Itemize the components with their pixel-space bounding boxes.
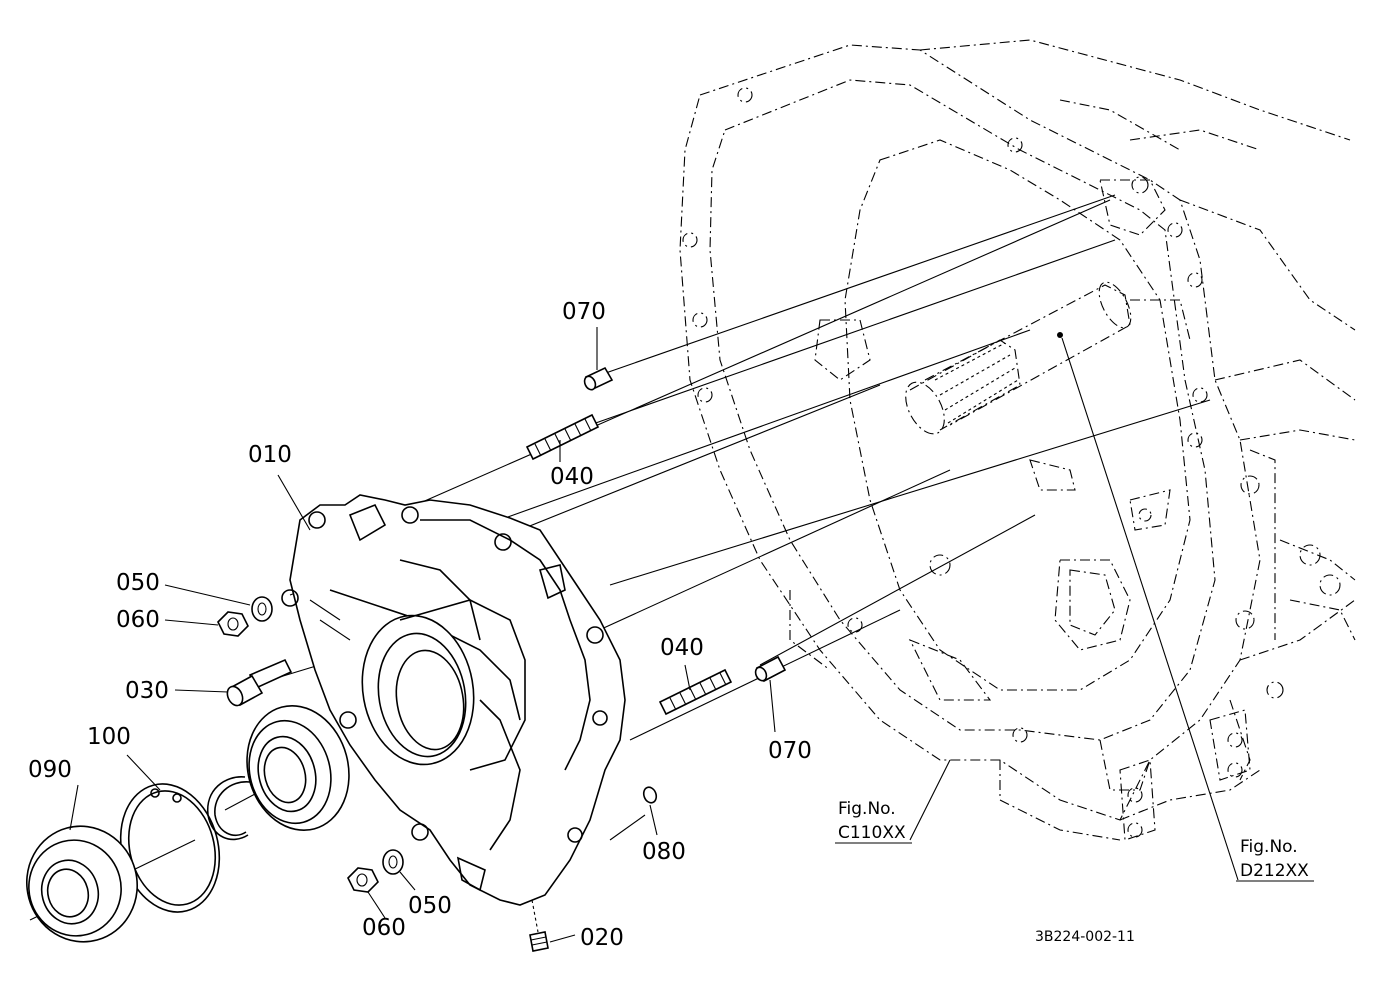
- nut-060-bottom: [347, 867, 379, 893]
- callout-040-top: 040: [550, 464, 594, 490]
- callout-060-top: 060: [116, 607, 160, 633]
- front-housing-010: [281, 494, 626, 906]
- callout-030: 030: [125, 678, 169, 704]
- nut-060-top: [217, 611, 249, 637]
- callout-010: 010: [248, 442, 292, 468]
- oil-seal-090: [25, 825, 139, 943]
- callout-070-mid: 070: [768, 738, 812, 764]
- stud-bolt-040-mid: [658, 668, 733, 716]
- fig-ref-d-label: Fig.No.: [1240, 837, 1298, 857]
- fig-ref-d-code: D212XX: [1240, 861, 1309, 881]
- stud-bolt-040-top: [525, 413, 600, 461]
- fig-ref-c-code: C110XX: [838, 823, 906, 843]
- bearing: [246, 704, 350, 832]
- callout-090: 090: [28, 757, 72, 783]
- fig-ref-c-label: Fig.No.: [838, 799, 896, 819]
- bolt-030: [226, 658, 293, 707]
- transmission-case: [679, 39, 1356, 841]
- plug-020: [529, 899, 549, 952]
- o-ring-080: [642, 786, 658, 804]
- spring-washer-050-top: [251, 596, 273, 622]
- callout-040-mid: 040: [660, 635, 704, 661]
- shaft: [905, 281, 1132, 435]
- dowel-pin-070-top: [583, 366, 614, 391]
- callout-100: 100: [87, 724, 131, 750]
- dowel-pin-070-mid: [754, 655, 787, 683]
- callout-070-top: 070: [562, 299, 606, 325]
- callout-060-bottom: 060: [362, 915, 406, 941]
- callout-020: 020: [580, 925, 624, 951]
- drawing-number: 3B224-002-11: [1035, 929, 1135, 945]
- leader-lines: [69, 327, 1314, 943]
- spring-washer-050-bottom: [382, 849, 404, 875]
- callout-050-bottom: 050: [408, 893, 452, 919]
- callout-080: 080: [642, 839, 686, 865]
- callout-050-top: 050: [116, 570, 160, 596]
